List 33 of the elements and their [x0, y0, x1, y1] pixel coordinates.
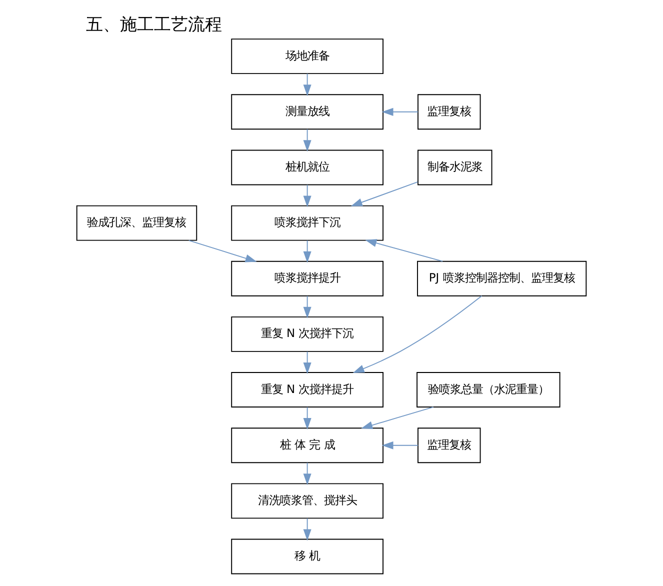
arrow — [303, 184, 312, 208]
node-box: 清洗喷浆管、搅拌头 — [231, 483, 384, 519]
node-box: 喷浆搅拌提升 — [231, 260, 384, 296]
arrow — [303, 351, 312, 374]
node-box: 移 机 — [231, 538, 384, 574]
arrow — [352, 295, 482, 373]
node-box: 桩 体 完 成 — [231, 428, 384, 464]
diagram-title: 五、施工工艺流程 — [86, 14, 222, 35]
node-box: PJ 喷浆控制器控制、监理复核 — [417, 260, 587, 296]
arrow — [303, 406, 312, 430]
arrow — [350, 181, 418, 206]
node-box: 测量放线 — [231, 94, 384, 130]
arrow — [303, 240, 312, 263]
node-box: 验成孔深、监理复核 — [76, 205, 198, 241]
arrow — [188, 240, 257, 262]
arrow — [361, 406, 434, 430]
node-box: 桩机就位 — [231, 150, 384, 186]
node-box: 喷浆搅拌下沉 — [231, 205, 384, 241]
arrow — [382, 441, 418, 450]
arrow — [303, 462, 312, 486]
arrow — [303, 128, 312, 152]
node-box: 制备水泥浆 — [418, 150, 492, 186]
arrow — [382, 108, 418, 116]
arrow — [303, 296, 312, 318]
node-box: 监理复核 — [418, 94, 481, 130]
node-box: 重复 N 次搅拌提升 — [231, 372, 384, 408]
arrow — [303, 73, 312, 96]
node-box: 重复 N 次搅拌下沉 — [231, 316, 384, 352]
node-box: 验喷浆总量（水泥重量） — [416, 372, 560, 408]
node-box: 监理复核 — [418, 428, 481, 464]
arrow — [303, 518, 312, 541]
node-box: 场地准备 — [231, 38, 384, 74]
arrow — [365, 239, 444, 262]
